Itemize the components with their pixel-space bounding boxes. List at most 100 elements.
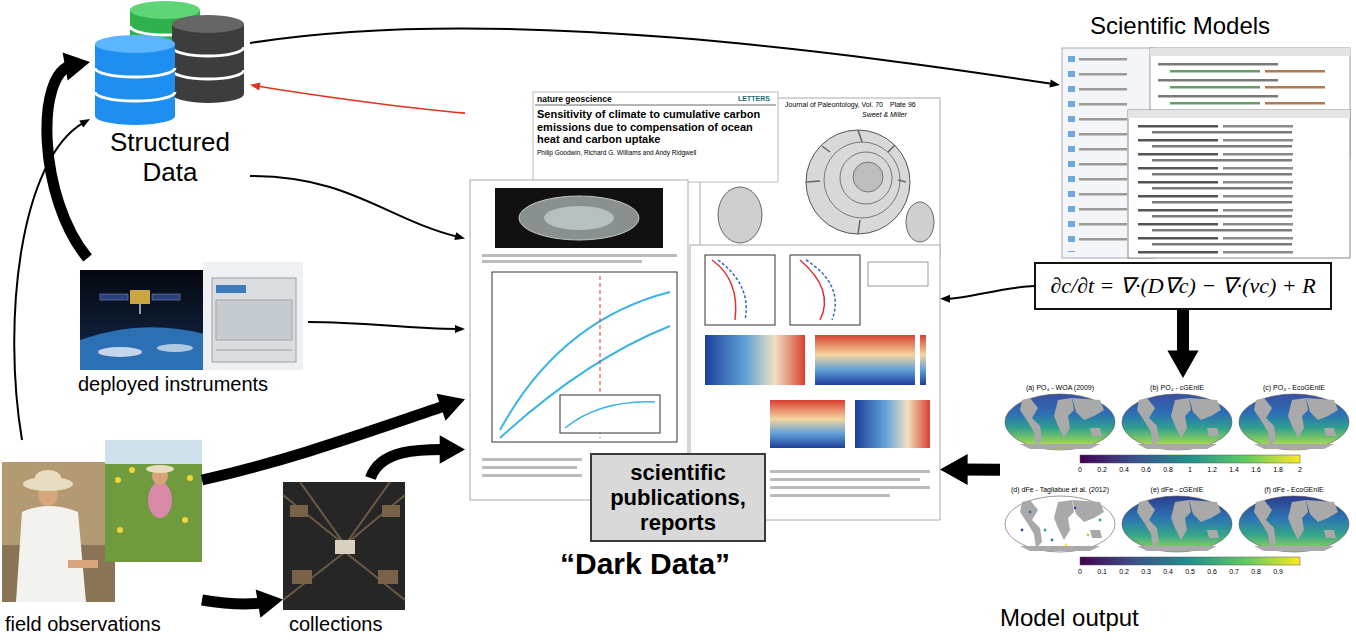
field-photo [105, 440, 202, 562]
nature-paper [535, 105, 776, 106]
connector [1167, 310, 1198, 378]
connector-line [947, 286, 1034, 299]
figure-paper [470, 180, 688, 500]
field-photo [182, 517, 188, 523]
figure-paper [565, 402, 655, 428]
paleontology-plate [853, 162, 883, 192]
model-maps [1254, 398, 1338, 449]
connector-line [371, 449, 448, 478]
code-screenshot [1150, 48, 1350, 56]
arrowhead [940, 454, 968, 485]
paleontology-plate [806, 130, 906, 234]
figure-paper [470, 180, 688, 500]
figure-paper [519, 196, 639, 240]
plot-paper [705, 335, 805, 385]
code-screenshot [1062, 48, 1350, 258]
plot-paper [705, 255, 775, 325]
arrowhead [256, 590, 283, 618]
connector-line [202, 600, 266, 604]
colorbar-tick: 0.7 [1229, 568, 1239, 576]
collections-node: collections [283, 478, 408, 640]
figure-paper [482, 254, 677, 257]
code-screenshot [1128, 110, 1350, 258]
arrowhead [436, 394, 465, 421]
arrowhead [455, 325, 465, 333]
paleontology-plate [824, 142, 900, 218]
figure-paper [500, 326, 670, 438]
collections-photo [378, 570, 398, 584]
panel-title: (a) PO₄ - WOA (2009) [1026, 384, 1094, 392]
author-list: Sweet & Miller [862, 111, 907, 119]
figure-paper [482, 458, 582, 461]
plot-paper [718, 260, 746, 320]
model-maps [1080, 557, 1300, 565]
model-maps [1044, 529, 1047, 532]
model-maps [1020, 500, 1104, 551]
model-maps [1051, 539, 1054, 542]
colorbar-tick: 0.9 [1273, 568, 1283, 576]
figure-paper [482, 260, 642, 263]
satellite-photo [152, 294, 180, 300]
figure-paper [560, 395, 660, 433]
database-node: Structured Data [90, 5, 250, 195]
satellite-photo [100, 294, 128, 300]
paper-title: Sensitivity of climate to cumulative car… [537, 108, 773, 146]
figure-paper [495, 188, 663, 248]
dark-data-heading: “Dark Data” [560, 546, 940, 582]
colorbar-tick: 1.6 [1251, 466, 1261, 474]
plot-paper [790, 255, 860, 325]
model-maps [1099, 519, 1102, 522]
arrowhead [1167, 350, 1198, 378]
connector [940, 454, 1000, 485]
collections-photo [283, 482, 405, 600]
field-photo [68, 560, 98, 568]
connector [202, 394, 465, 480]
collections-photo [335, 540, 355, 554]
field-photo [2, 440, 202, 602]
colorbar-tick: 0.6 [1207, 568, 1217, 576]
field-photo [35, 470, 61, 486]
colorbar-tick: 0.8 [1251, 568, 1261, 576]
colorbar-tick: 0.4 [1163, 568, 1173, 576]
node-label: Model output [1000, 604, 1354, 632]
model-maps [1065, 544, 1068, 547]
journal-header: Journal of Paleontology, Vol. 70 [785, 101, 883, 109]
field-photo [129, 467, 135, 473]
plot-paper [855, 400, 930, 448]
field-photo [146, 465, 174, 473]
model-maps [1239, 394, 1349, 450]
database-icons [172, 85, 244, 103]
connector [308, 322, 465, 333]
node-label: Scientific Models [1090, 12, 1352, 40]
connector-line [257, 86, 465, 113]
connector [371, 435, 466, 478]
model-maps [1005, 394, 1349, 565]
plot-paper [800, 260, 825, 320]
panel-title: (c) PO₄ - EcoGEnIE [1263, 384, 1325, 392]
section-tag: LETTERS [738, 95, 770, 103]
database-icons [95, 44, 175, 116]
arrowhead [440, 435, 465, 464]
field-photo [105, 440, 202, 464]
field-photo [115, 477, 121, 483]
collections-photo [382, 505, 400, 517]
figure-paper [482, 466, 577, 469]
satellite-photo [80, 270, 205, 370]
colorbar-tick: 0.6 [1141, 466, 1151, 474]
model-maps [1005, 496, 1115, 552]
field-photo [148, 482, 172, 518]
connector [202, 590, 283, 618]
satellite-photo [139, 304, 141, 314]
plot-paper [712, 260, 736, 320]
database-icons [95, 1, 244, 125]
arrowhead [79, 119, 90, 127]
instruments-node: deployed instruments [76, 258, 308, 400]
model-maps [1254, 500, 1338, 551]
model-maps [1137, 500, 1221, 551]
plot-paper [806, 260, 835, 320]
figure-paper [492, 272, 677, 442]
field-photo [2, 462, 115, 602]
equation-box: ∂c/∂t = ∇·(D∇c) − ∇·(vc) + R [1034, 262, 1331, 310]
